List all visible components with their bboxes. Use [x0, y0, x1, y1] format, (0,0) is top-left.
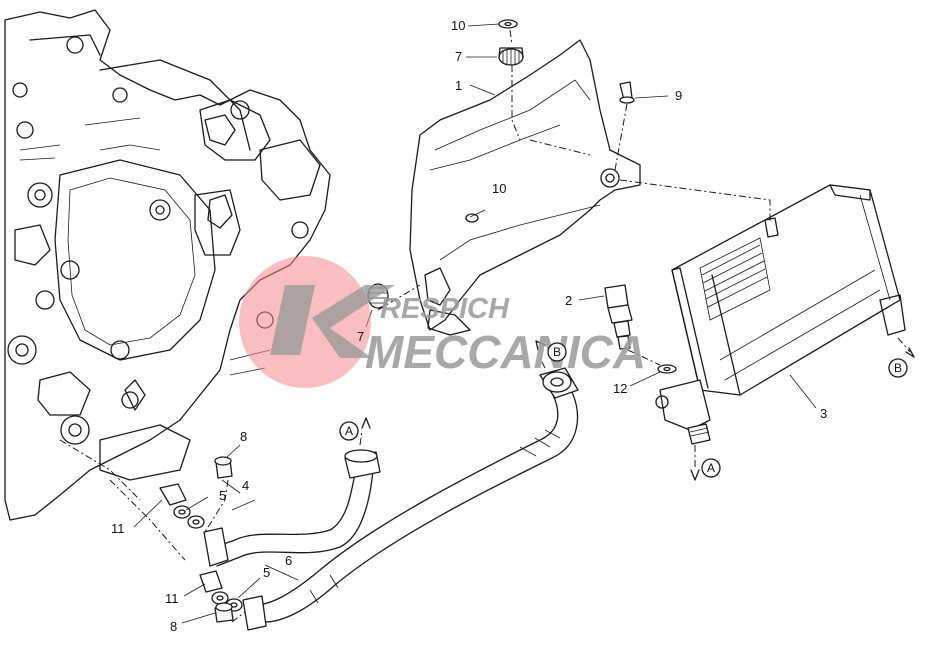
- watermark-line1: RESPICH: [380, 293, 510, 325]
- fittings-upper: [159, 456, 233, 529]
- part-label-7-mid: 7: [357, 329, 364, 344]
- part-label-11-upper: 11: [111, 521, 125, 536]
- marker-a-hose: [339, 421, 359, 441]
- fittings-lower: [199, 570, 243, 623]
- part-label-5-lower: 5: [263, 565, 270, 580]
- seal-12: [657, 364, 677, 374]
- watermark-line2: MECCANICA: [365, 326, 646, 378]
- part-label-6: 6: [285, 553, 292, 568]
- part-label-12: 12: [613, 381, 627, 396]
- part-label-8-lower: 8: [170, 619, 177, 634]
- marker-a-cooler: [701, 458, 721, 478]
- marker-a-hose-label: A: [345, 424, 353, 438]
- part-number-labels: 1 2 3 4 5 5 6 7 7 8 8 9 10 10 11 11 12: [111, 18, 827, 634]
- flow-arrows: [361, 340, 915, 481]
- part-label-2: 2: [565, 293, 572, 308]
- part-label-10-top: 10: [451, 18, 465, 33]
- marker-b-hose-label: B: [553, 345, 561, 359]
- part-label-11-lower: 11: [165, 591, 179, 606]
- marker-b-hose: [547, 342, 567, 362]
- watermark-k-stem: [270, 285, 315, 355]
- part-label-7-top: 7: [455, 49, 462, 64]
- radiator-bracket: [409, 39, 641, 336]
- oil-cooler: [655, 184, 906, 445]
- screw-9: [619, 81, 635, 104]
- watermark-k-arm: [312, 285, 395, 358]
- part-label-3: 3: [820, 406, 827, 421]
- hose-upper: [203, 449, 381, 567]
- part-label-5-upper: 5: [219, 488, 226, 503]
- marker-b-cooler-label: B: [894, 361, 902, 375]
- marker-b-cooler: [888, 358, 908, 378]
- hose-lower: [242, 367, 579, 631]
- assembly-lines: [204, 29, 911, 623]
- washer-top: [498, 19, 518, 29]
- part-label-4: 4: [242, 478, 249, 493]
- connection-markers: A A B B: [339, 342, 908, 478]
- part-label-9: 9: [675, 88, 682, 103]
- temperature-sensor: [604, 284, 633, 350]
- engine-block: [4, 9, 331, 561]
- part-label-10-mid: 10: [492, 181, 506, 196]
- part-label-1: 1: [455, 78, 462, 93]
- grommet-top: [498, 47, 524, 66]
- marker-a-cooler-label: A: [707, 461, 715, 475]
- part-label-8-upper: 8: [240, 429, 247, 444]
- watermark: RESPICH MECCANICA: [239, 256, 646, 388]
